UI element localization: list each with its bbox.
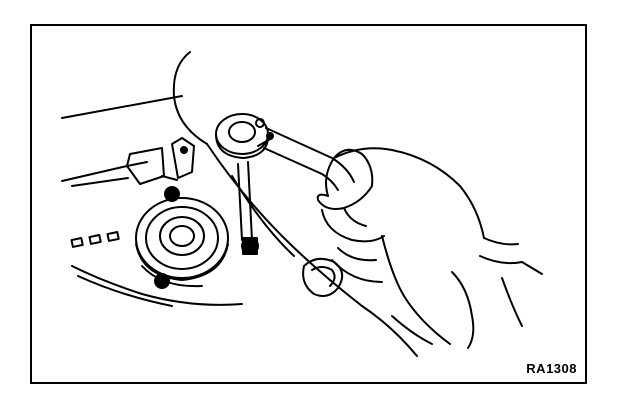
nut-icon — [154, 186, 259, 289]
ratchet-wrench-icon — [215, 113, 355, 241]
figure-frame: RA1308 — [30, 24, 587, 384]
strut-mount-icon — [135, 197, 229, 288]
technical-illustration — [61, 51, 543, 357]
hand-icon — [316, 147, 543, 349]
figure-code: RA1308 — [526, 361, 577, 376]
